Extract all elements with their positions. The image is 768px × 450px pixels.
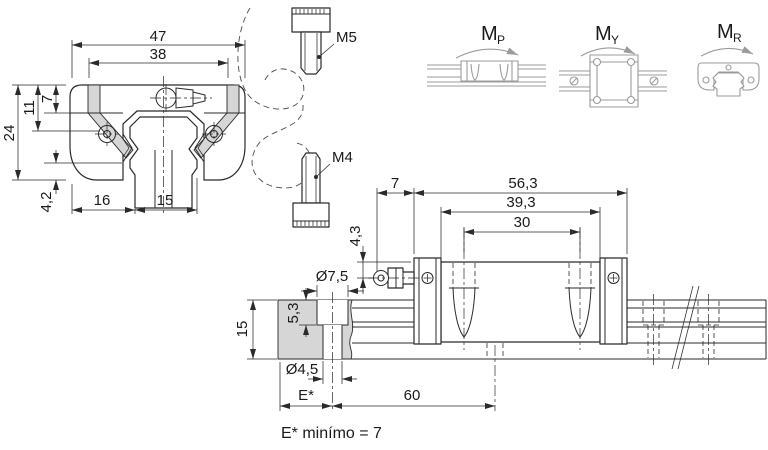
mount-hole-right xyxy=(202,122,226,146)
dim-rail-width: 15 xyxy=(157,192,174,209)
moment-pitch-view: M P xyxy=(427,23,546,87)
dim-height-flange: 7 xyxy=(39,95,56,103)
dim-width-inner: 38 xyxy=(150,46,167,63)
yaw-arrow xyxy=(580,46,636,57)
groove-line-right xyxy=(194,133,205,163)
dim-counterbore-dia: Ø7,5 xyxy=(316,268,349,285)
carriage-outline xyxy=(69,84,246,181)
bolt-m5-label: M5 xyxy=(336,29,357,46)
moment-yaw-view: M Y xyxy=(559,23,667,108)
moment-roll-label: M xyxy=(717,21,734,43)
dim-counterbore-depth: 5,3 xyxy=(285,303,302,324)
phantom-line xyxy=(237,7,312,189)
note-min-distance: E* minímo = 7 xyxy=(281,425,382,442)
front-view-dimensions: 47 38 24 11 7 4,2 16 15 xyxy=(1,28,246,214)
rail-hole-hidden-1 xyxy=(642,294,665,366)
dim-height-total: 24 xyxy=(1,125,18,142)
rail-section xyxy=(277,292,354,411)
side-view xyxy=(277,228,767,411)
rail-hole-hidden-2 xyxy=(697,294,720,366)
moment-roll-sub: R xyxy=(733,31,742,45)
dim-height-upper: 11 xyxy=(21,100,38,116)
dim-rail-hole-pitch: 60 xyxy=(404,387,421,404)
mount-hole-left xyxy=(95,122,119,146)
dim-hole-dia: Ø4,5 xyxy=(286,361,319,378)
moment-pitch-sub: P xyxy=(497,33,505,47)
dim-offset-left: 16 xyxy=(94,192,111,209)
bolt-m4: M4 xyxy=(292,149,353,228)
groove-line-left xyxy=(122,133,133,163)
grease-nipple-side xyxy=(368,267,422,289)
dim-end-distance: E* xyxy=(298,387,314,404)
front-view xyxy=(69,76,246,216)
dim-nipple-offset: 4,3 xyxy=(347,226,364,247)
moment-yaw-label: M xyxy=(595,23,612,45)
break-line xyxy=(677,285,700,370)
dim-width-total: 47 xyxy=(150,28,167,45)
break-line xyxy=(671,285,694,370)
bolt-m4-label: M4 xyxy=(332,149,353,166)
moment-roll-view: M R xyxy=(697,21,760,97)
rail-hole-under-carriage xyxy=(486,343,504,411)
dim-length-body: 39,3 xyxy=(506,194,535,211)
endcap-screw-left xyxy=(421,272,434,284)
dim-height-clearance: 4,2 xyxy=(38,192,55,213)
dim-length-total: 56,3 xyxy=(508,175,537,192)
pitch-arrow xyxy=(455,47,519,59)
rail-side xyxy=(278,299,767,360)
moment-pitch-label: M xyxy=(481,23,498,45)
grease-nipple-front xyxy=(150,84,212,112)
roll-arrow xyxy=(700,46,754,57)
bolt-m5: M5 xyxy=(291,7,357,75)
side-view-dimensions: 7 56,3 39,3 30 4,3 Ø7,5 5,3 15 Ø4,5 E* xyxy=(234,175,628,411)
dim-nipple-length: 7 xyxy=(391,175,399,192)
dim-hole-spacing: 30 xyxy=(514,214,531,231)
dim-rail-height: 15 xyxy=(234,321,251,338)
endcap-screw-right xyxy=(607,272,620,284)
moment-yaw-sub: Y xyxy=(611,33,619,47)
carriage-side xyxy=(368,228,628,350)
